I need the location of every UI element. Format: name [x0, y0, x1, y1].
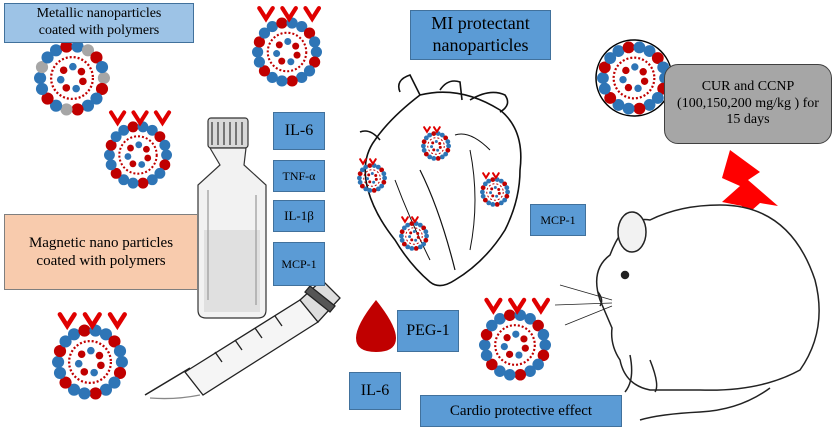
- metallic-np-label: Metallic nanoparticles coated with polym…: [4, 3, 194, 43]
- antibody-icon: [482, 172, 490, 180]
- antibody-icon: [153, 110, 172, 127]
- antibody-icon: [401, 216, 409, 224]
- antibody-icon: [280, 6, 298, 23]
- antibody-icon: [257, 6, 275, 23]
- antibody-icon: [359, 158, 367, 166]
- antibody-icon: [107, 312, 127, 331]
- il6-top-badge: IL-6: [273, 112, 325, 150]
- peg1-badge: PEG-1: [397, 310, 459, 352]
- nanoparticle-icon: [34, 40, 110, 116]
- nanoparticle-icon: [52, 312, 128, 400]
- heart-icon: [359, 74, 522, 287]
- mcp1-right-badge: MCP-1: [530, 204, 586, 236]
- nanoparticle-icon: [421, 126, 451, 161]
- mi-protectant-label: MI protectant nanoparticles: [410, 10, 551, 60]
- nanoparticle-icon: [399, 216, 429, 251]
- nanoparticle-icon: [357, 158, 387, 193]
- antibody-icon: [531, 297, 551, 315]
- il1b-badge: IL-1β: [273, 200, 325, 232]
- antibody-icon: [57, 312, 77, 331]
- antibody-icon: [484, 297, 503, 315]
- antibody-icon: [508, 297, 527, 315]
- nanoparticle-icon: [252, 6, 322, 87]
- nanoparticle-icon: [480, 172, 510, 207]
- mcp1-left-badge: MCP-1: [273, 242, 325, 286]
- magnetic-np-label: Magnetic nano particles coated with poly…: [4, 214, 198, 290]
- cur-ccnp-label: CUR and CCNP (100,150,200 mg/kg ) for 15…: [664, 64, 832, 144]
- nanoparticle-icon: [104, 110, 172, 189]
- nanoparticle-icon: [479, 297, 551, 381]
- antibody-icon: [411, 216, 419, 224]
- il6-bottom-badge: IL-6: [349, 372, 401, 410]
- vial-icon: [197, 117, 267, 319]
- antibody-icon: [369, 158, 377, 166]
- antibody-icon: [131, 110, 149, 127]
- antibody-icon: [303, 6, 322, 23]
- blood-drop-icon: [356, 300, 396, 352]
- cardio-effect-label: Cardio protective effect: [420, 395, 622, 427]
- mouse-icon: [554, 204, 820, 421]
- antibody-icon: [492, 172, 500, 180]
- antibody-icon: [433, 126, 441, 134]
- nanoparticle-icon: [595, 39, 673, 117]
- tnf-badge: TNF-α: [273, 160, 325, 192]
- lightning-icon: [722, 150, 778, 228]
- antibody-icon: [82, 312, 102, 331]
- syringe-icon: [144, 279, 341, 400]
- antibody-icon: [423, 126, 431, 134]
- antibody-icon: [109, 110, 127, 127]
